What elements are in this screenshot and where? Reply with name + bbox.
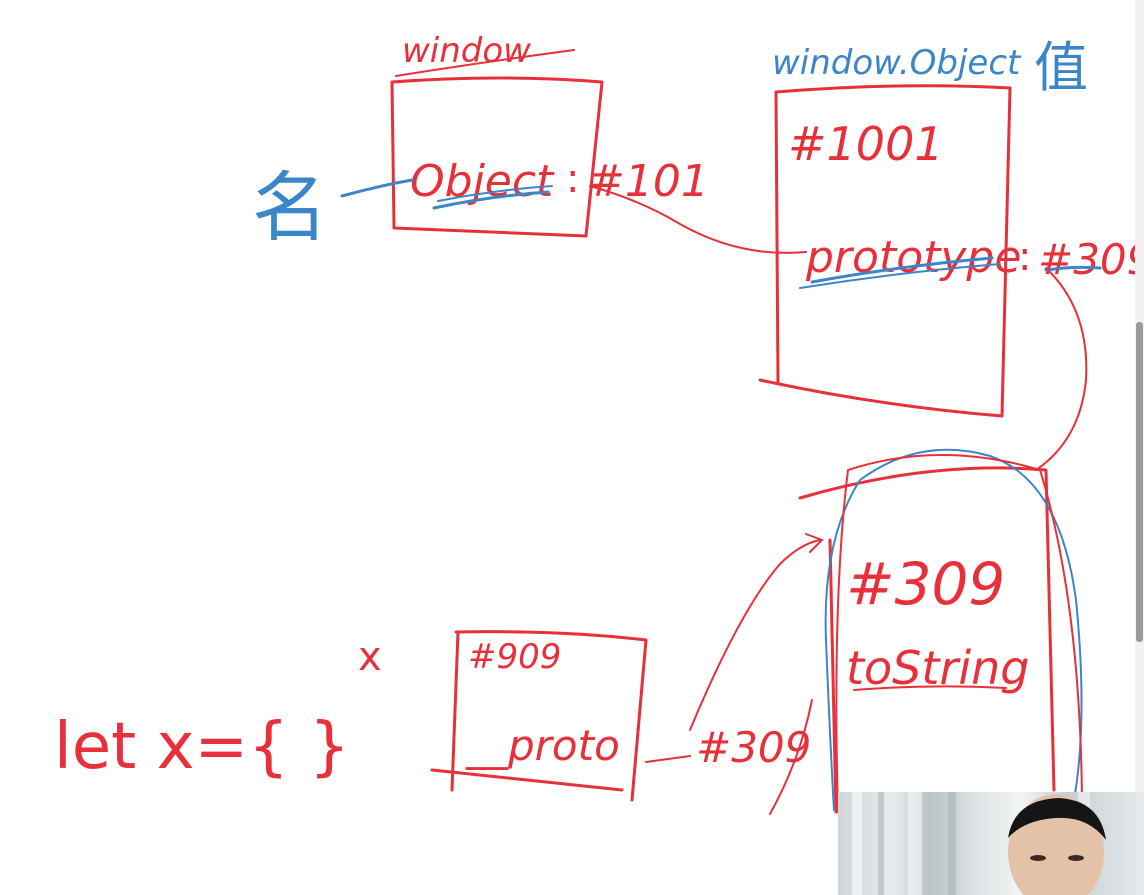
object-box-caption-suffix: 值: [1034, 36, 1088, 99]
presenter-avatar: [852, 792, 1106, 895]
name-label: 名: [252, 163, 328, 252]
x-box-outline: [430, 630, 648, 802]
prototype-reference-link: [1035, 267, 1088, 471]
prototype-box-circle-red: [835, 454, 1083, 813]
name-pointer-line: [340, 178, 414, 198]
prototype-highlight-2: [799, 263, 1001, 289]
proto-dash: [645, 755, 691, 763]
prototype-value-highlight: [1044, 265, 1102, 272]
prototype-highlight: [810, 256, 994, 284]
object-key-highlight-2: [437, 185, 553, 202]
prototype-value: #309: [1038, 235, 1144, 284]
prototype-box-outline: [798, 466, 1056, 814]
proto-reference-arrow: [689, 533, 824, 731]
window-object-address: #101: [588, 156, 709, 207]
x-variable-label: x: [358, 634, 382, 680]
proto-value: #309: [696, 723, 811, 772]
window-object-separator: :: [566, 156, 579, 202]
method-underline: [853, 685, 1007, 691]
vertical-scrollbar[interactable]: [1135, 0, 1144, 895]
x-object-box: x #909 __proto #309: [358, 630, 811, 802]
proto-field: __proto: [465, 721, 620, 770]
name-annotation: 名: [252, 163, 414, 252]
window-box-outline: [390, 76, 604, 238]
window-caption-underline: [395, 49, 575, 77]
object-reference-arrow: [589, 185, 807, 254]
object-box: window.Object 值 #1001 prototype : #309: [758, 36, 1144, 418]
scrollbar-thumb[interactable]: [1136, 322, 1143, 642]
x-box-address: #909: [468, 637, 561, 677]
prototype-separator: :: [1018, 234, 1031, 280]
object-box-address: #1001: [788, 117, 944, 171]
prototype-box-address: #309: [846, 550, 1005, 618]
object-box-outline: [758, 84, 1012, 418]
object-box-caption: window.Object: [772, 43, 1022, 83]
window-box: window Object : #101: [390, 31, 709, 238]
prototype-box-circle: [824, 448, 1083, 811]
object-key-highlight: [432, 190, 550, 210]
proto-reference-arrow-tail: [769, 699, 813, 815]
presenter-webcam: [838, 792, 1144, 895]
code-line: let x={ }: [54, 710, 350, 784]
prototype-box: #309 toString: [798, 448, 1083, 814]
